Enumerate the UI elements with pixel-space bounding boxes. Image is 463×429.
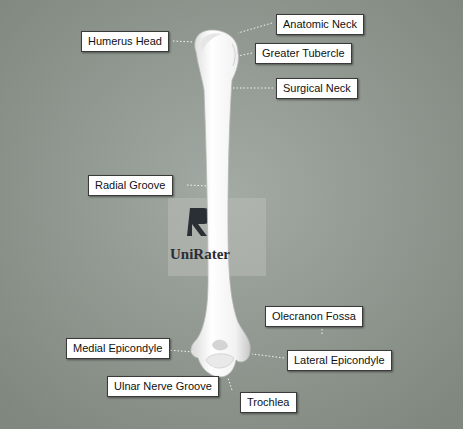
label-text: Trochlea	[247, 396, 290, 409]
label-text: Medial Epicondyle	[73, 342, 163, 355]
watermark: UniRater	[170, 246, 230, 263]
humerus-bone	[191, 30, 250, 377]
label-text: Surgical Neck	[283, 82, 351, 95]
part-label: Lateral Epicondyle	[287, 350, 392, 371]
label-text: Greater Tubercle	[262, 47, 345, 60]
label-text: Radial Groove	[95, 179, 166, 192]
part-label: Anatomic Neck	[276, 14, 364, 35]
label-text: Anatomic Neck	[283, 18, 357, 31]
part-label: Radial Groove	[88, 175, 173, 196]
part-label: Surgical Neck	[276, 78, 358, 99]
label-text: Lateral Epicondyle	[294, 354, 385, 367]
part-label: Ulnar Nerve Groove	[107, 376, 219, 397]
label-text: Humerus Head	[88, 35, 162, 48]
label-text: Olecranon Fossa	[272, 310, 356, 323]
label-text: Ulnar Nerve Groove	[114, 380, 212, 393]
part-label: Greater Tubercle	[255, 43, 352, 64]
part-label: Olecranon Fossa	[265, 306, 363, 327]
part-label: Trochlea	[240, 392, 297, 413]
part-label: Medial Epicondyle	[66, 338, 170, 359]
part-label: Humerus Head	[81, 31, 169, 52]
